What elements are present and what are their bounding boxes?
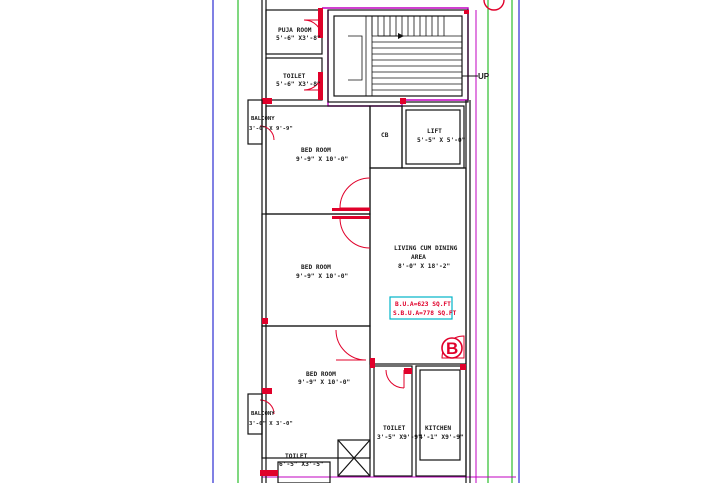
stair-up-label: UP [478,72,490,81]
sbua-label: S.B.U.A=778 SQ.FT [393,310,457,317]
toilet-bottom-name: TOILET [285,453,308,460]
svg-text:B: B [446,339,458,358]
living-name-2: AREA [411,254,426,261]
walls [261,0,471,483]
bedroom-2-size: 9'-9" X 10'-0" [296,273,348,280]
cb-label: CB [381,132,389,139]
staircase-treads [348,16,462,96]
puja-room-name: PUJA ROOM [278,27,312,34]
bedroom-1-name: BED ROOM [301,147,331,154]
area-box [389,296,453,320]
living-size: 8'-0" X 18'-2" [398,263,450,270]
balcony-top-name: BALCONY [251,116,275,122]
bedroom-3-size: 9'-9" X 10'-0" [298,379,350,386]
kitchen-size: 4'-1" X9'-9" [419,434,464,441]
toilet-mid-name: TOILET [383,425,406,432]
toilet-bottom-size: 6'-5" X3'-5" [279,461,324,468]
toilet-mid-size: 3'-5" X9'-9" [377,434,422,441]
kitchen-name: KITCHEN [425,425,451,432]
balcony-bottom-name: BALCONY [251,411,275,417]
bedroom-2-name: BED ROOM [301,264,331,271]
toilet-top-name: TOILET [283,73,306,80]
toilet-top-size: 5'-6" X3'-8" [276,81,321,88]
grid-marker-top [483,0,505,11]
puja-room-size: 5'-6" X3'-8" [276,35,321,42]
door-leaves [304,19,405,388]
balcony-top-outline [247,99,263,145]
bua-label: B.U.A=623 SQ.FT [395,301,451,308]
lift-name: LIFT [427,128,442,135]
stair-arrow-icon [378,33,404,39]
lift-size: 5'-5" X 5'-0" [417,137,466,144]
balcony-top-size: 3'-6" X 9'-9" [249,126,293,132]
magenta-boundary [322,7,469,107]
living-name-1: LIVING CUM DINING [394,245,458,252]
balcony-bottom-size: 3'-6" X 3'-0" [249,421,293,427]
bedroom-3-name: BED ROOM [306,371,336,378]
section-marker-b: B [441,335,465,359]
bedroom-1-size: 9'-9" X 10'-0" [296,156,348,163]
balcony-bottom-outline [247,393,263,435]
